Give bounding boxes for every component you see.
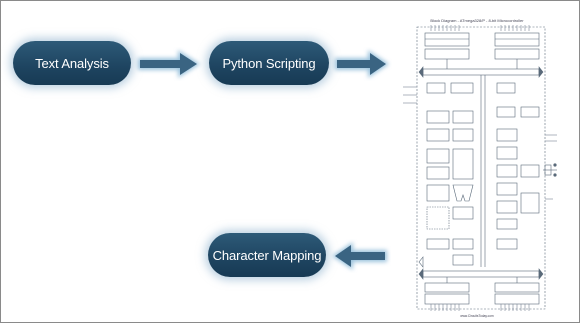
character-mapping-label: Character Mapping — [212, 247, 322, 263]
block-diagram-title: Block Diagram - ATmega328/P - 8-bit Micr… — [430, 18, 524, 23]
block-diagram-footer: www.CircuitsToday.com — [460, 314, 494, 318]
arrow-right-1 — [138, 50, 200, 78]
block-diagram: Block Diagram - ATmega328/P - 8-bit Micr… — [403, 18, 557, 318]
python-scripting-box: Python Scripting — [209, 41, 329, 85]
python-scripting-label: Python Scripting — [222, 55, 316, 71]
text-analysis-box: Text Analysis — [13, 41, 131, 85]
arrow-left — [332, 242, 387, 270]
arrow-right-2 — [335, 50, 389, 78]
character-mapping-box: Character Mapping — [208, 233, 326, 277]
text-analysis-label: Text Analysis — [35, 55, 109, 71]
